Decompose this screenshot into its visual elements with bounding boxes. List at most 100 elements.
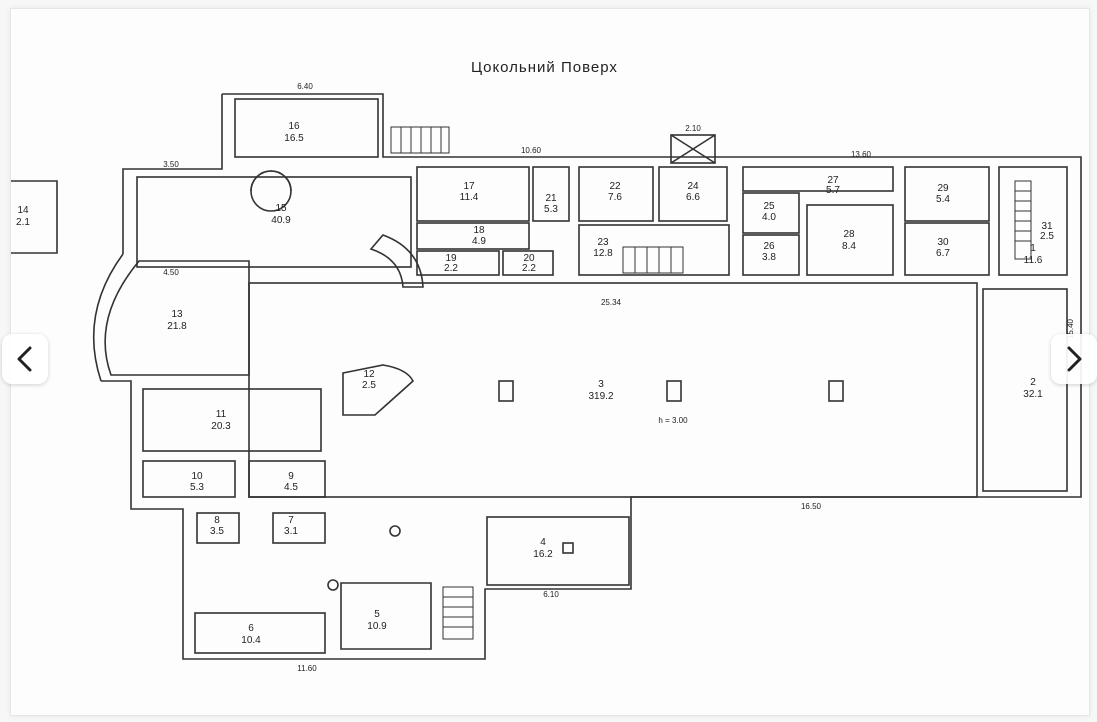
column-round — [389, 525, 401, 537]
room-31-no: 31 — [1041, 221, 1053, 232]
room-16-area: 16.5 — [284, 133, 304, 144]
room-6-no: 6 — [248, 623, 254, 634]
room-5-outline — [340, 582, 432, 650]
floorplan-drawing: 16 16.5 15 40.9 13 21.8 11 20.3 10 5.3 9… — [11, 82, 1082, 673]
room-3-area: 319.2 — [588, 391, 613, 402]
room-27-area: 5.7 — [826, 185, 840, 196]
chevron-left-icon — [17, 346, 32, 372]
dim-label: 13.60 — [851, 150, 872, 159]
room-16-no: 16 — [288, 121, 300, 132]
room-29-no: 29 — [937, 183, 949, 194]
room-30-area: 6.7 — [936, 248, 950, 259]
room-2-area: 32.1 — [1023, 389, 1043, 400]
room-21-outline — [532, 166, 570, 222]
room-1-no: 1 — [1030, 243, 1036, 254]
dim-label: 6.10 — [543, 590, 559, 599]
room-2-outline — [982, 288, 1068, 492]
column — [562, 542, 574, 554]
room-2-no: 2 — [1030, 377, 1036, 388]
room-5-no: 5 — [374, 609, 380, 620]
room-1-area: 11.6 — [1024, 255, 1043, 266]
room-3-no: 3 — [598, 379, 604, 390]
room-15-no: 15 — [275, 203, 287, 214]
room-8-no: 8 — [214, 515, 220, 526]
room-25-no: 25 — [763, 201, 775, 212]
dim-label: 16.50 — [801, 502, 822, 511]
room-26-area: 3.8 — [762, 252, 776, 263]
curved-wall — [92, 253, 124, 382]
room-15-outline — [136, 176, 412, 268]
room-28-area: 8.4 — [842, 241, 856, 252]
previous-image-button[interactable] — [2, 334, 48, 384]
room-13-area: 21.8 — [167, 321, 187, 332]
room-29-area: 5.4 — [936, 194, 950, 205]
staircase-room5 — [442, 586, 474, 640]
room-14-outline — [11, 180, 58, 254]
column — [828, 380, 844, 402]
room-13-outline — [104, 260, 250, 376]
room-24-no: 24 — [687, 181, 699, 192]
room-27-no: 27 — [827, 175, 839, 186]
room-20-outline — [502, 250, 554, 276]
column — [498, 380, 514, 402]
room-15-area: 40.9 — [271, 215, 291, 226]
room-18-outline — [416, 222, 530, 250]
dim-label: 15.40 — [1066, 318, 1075, 339]
room-17-no: 17 — [463, 181, 475, 192]
room-22-outline — [578, 166, 654, 222]
room-23-area: 12.8 — [593, 248, 613, 259]
column — [666, 380, 682, 402]
dim-label: 4.50 — [163, 268, 179, 277]
room-9-no: 9 — [288, 471, 294, 482]
room-8-outline — [196, 512, 240, 544]
room-4-outline — [486, 516, 630, 586]
room-25-area: 4.0 — [762, 212, 776, 223]
room-10-no: 10 — [191, 471, 203, 482]
room-29-outline — [904, 166, 990, 222]
room-20-no: 20 — [523, 253, 535, 264]
chevron-right-icon — [1067, 346, 1082, 372]
room-23-no: 23 — [597, 237, 609, 248]
room-13-no: 13 — [171, 309, 183, 320]
room-17-outline — [416, 166, 530, 222]
staircase-top — [390, 126, 450, 154]
room-27-outline — [742, 166, 894, 192]
room-12-area: 2.5 — [362, 380, 376, 391]
room-12-outline — [342, 364, 414, 416]
room-5-area: 10.9 — [367, 621, 387, 632]
room-24-outline — [658, 166, 728, 222]
column-round — [327, 579, 339, 591]
next-image-button[interactable] — [1051, 334, 1097, 384]
room-24-area: 6.6 — [686, 192, 700, 203]
lift-shaft — [670, 134, 716, 164]
room-10-outline — [142, 460, 236, 498]
room-4-area: 16.2 — [533, 549, 553, 560]
height-note: h = 3.00 — [658, 416, 688, 425]
room-1-outline — [998, 166, 1068, 276]
plan-title: Цокольний Поверх — [471, 59, 618, 76]
room-6-area: 10.4 — [241, 635, 261, 646]
room-21-no: 21 — [545, 193, 557, 204]
outer-wall-left — [122, 94, 223, 254]
room-7-outline — [272, 512, 326, 544]
room-7-no: 7 — [288, 515, 294, 526]
dim-label: 3.50 — [163, 160, 179, 169]
floorplan-image: Цокольний Поверх — [10, 8, 1090, 716]
room-18-no: 18 — [473, 225, 485, 236]
room-12-no: 12 — [363, 369, 375, 380]
room-6-outline — [194, 612, 326, 654]
room-4-no: 4 — [540, 537, 546, 548]
room-9-area: 4.5 — [284, 482, 298, 493]
room-28-no: 28 — [843, 229, 855, 240]
room-30-no: 30 — [937, 237, 949, 248]
curved-stair — [369, 234, 424, 288]
room-11-no: 11 — [216, 409, 227, 420]
room-10-area: 5.3 — [190, 482, 204, 493]
room-19-outline — [416, 250, 500, 276]
room-14-no: 14 — [17, 205, 29, 216]
room-30-outline — [904, 222, 990, 276]
room-8-area: 3.5 — [210, 526, 224, 537]
room-11-area: 20.3 — [211, 421, 231, 432]
room-22-area: 7.6 — [608, 192, 622, 203]
